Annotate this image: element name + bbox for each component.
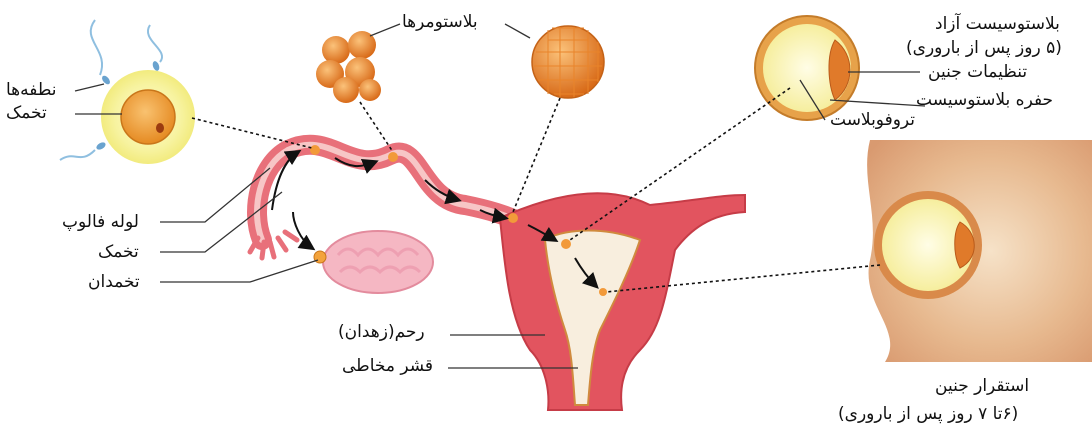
morula — [316, 31, 381, 103]
free-blastocyst — [755, 16, 859, 120]
label-egg-mid: تخمک — [98, 242, 139, 262]
label-blastocyst-cavity: حفره بلاستوسیست — [916, 90, 1053, 110]
label-egg-top: تخمک — [6, 103, 47, 123]
label-trophoblast: تروفوبلاست — [830, 110, 915, 130]
uterus — [500, 193, 745, 410]
blastula — [532, 26, 604, 98]
label-fallopian-tube: لوله فالوپ — [62, 212, 139, 232]
label-embryonic-cells: تنظیمات جنین — [928, 62, 1027, 82]
label-implantation-days: (۶تا ۷ روز پس از باروری) — [838, 404, 1018, 424]
egg-with-corona — [101, 70, 195, 164]
label-free-blastocyst-days: (۵ روز پس از باروری) — [906, 38, 1062, 58]
label-implantation: استقرار جنین — [935, 376, 1029, 396]
label-sperm: نطفه‌ها — [6, 80, 57, 100]
implantation-panel — [867, 140, 1092, 362]
label-free-blastocyst: بلاستوسیست آزاد — [935, 14, 1060, 34]
label-ovary: تخمدان — [88, 272, 140, 292]
label-uterus: رحم(زهدان) — [338, 322, 425, 342]
label-blastomeres: بلاستومرها — [402, 12, 478, 32]
ovary — [314, 231, 433, 293]
label-endometrium: قشر مخاطی — [342, 356, 433, 376]
